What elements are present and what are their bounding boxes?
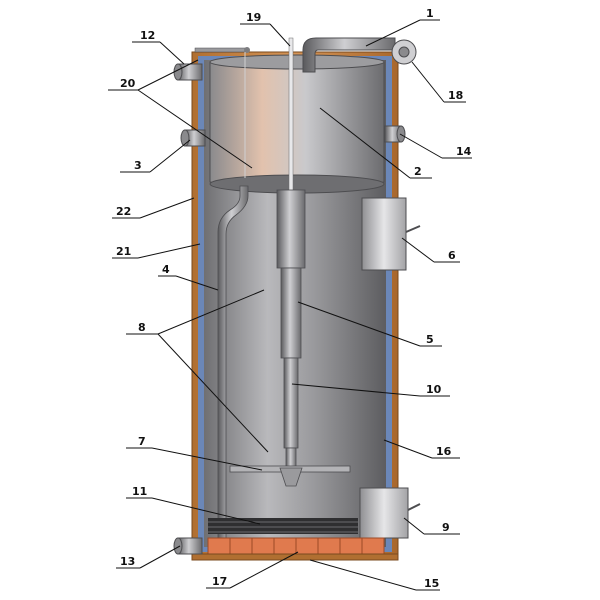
svg-text:21: 21 [116,245,131,258]
callout-22: 22 [112,197,195,219]
callout-10: 10 [291,383,450,397]
svg-text:10: 10 [426,383,442,396]
upper-loading-door [361,197,407,271]
callout-2: 2 [319,107,432,179]
callout-13: 13 [116,545,181,569]
ash-door [359,487,409,539]
svg-text:14: 14 [456,145,472,158]
callout-8: 8 [126,289,269,453]
firebrick-lining [207,537,385,555]
svg-text:18: 18 [448,89,463,102]
callout-9: 9 [403,517,460,535]
telescopic-tube-middle [280,267,302,359]
telescopic-tube-inner [283,357,299,449]
callout-6: 6 [401,237,460,263]
callout-1: 1 [365,7,440,47]
svg-text:16: 16 [436,445,452,458]
callout-3: 3 [120,139,191,173]
svg-text:8: 8 [138,321,146,334]
svg-text:17: 17 [212,575,227,588]
svg-text:11: 11 [132,485,147,498]
bottom-plate [191,553,399,561]
callout-7: 7 [126,435,263,471]
distributor-cone [279,467,303,487]
svg-text:20: 20 [120,77,136,90]
callout-16: 16 [383,439,460,459]
upper-tank-top-rim [209,54,385,70]
fan-hub [398,46,410,58]
damper-lever [194,47,248,53]
svg-text:12: 12 [140,29,155,42]
svg-text:19: 19 [246,11,261,24]
callout-12: 12 [132,29,185,65]
svg-text:15: 15 [424,577,439,590]
callout-15: 15 [309,559,440,591]
svg-text:1: 1 [426,7,434,20]
svg-text:3: 3 [134,159,142,172]
control-rod [288,37,294,199]
svg-text:7: 7 [138,435,146,448]
callout-5: 5 [297,301,442,347]
svg-text:22: 22 [116,205,131,218]
svg-text:2: 2 [414,165,422,178]
callout-11: 11 [126,485,261,525]
svg-text:13: 13 [120,555,135,568]
lever-knob [244,47,250,53]
svg-text:6: 6 [448,249,456,262]
svg-text:9: 9 [442,521,450,534]
svg-text:4: 4 [162,263,170,276]
upper-door-handle [405,225,421,233]
callout-20: 20 [108,59,253,169]
callout-17: 17 [206,551,299,589]
upper-air-tank [209,61,385,191]
return-pipe-end [173,537,183,555]
callout-19: 19 [240,11,291,47]
callout-4: 4 [158,263,219,291]
telescopic-tube-outer [276,189,306,269]
callout-21: 21 [112,243,201,259]
callout-18: 18 [411,61,466,103]
ash-door-handle [407,503,421,511]
inlet-pipe-upper-end [173,63,183,81]
svg-text:5: 5 [426,333,434,346]
callout-14: 14 [399,133,472,159]
grate-bars [208,521,358,533]
